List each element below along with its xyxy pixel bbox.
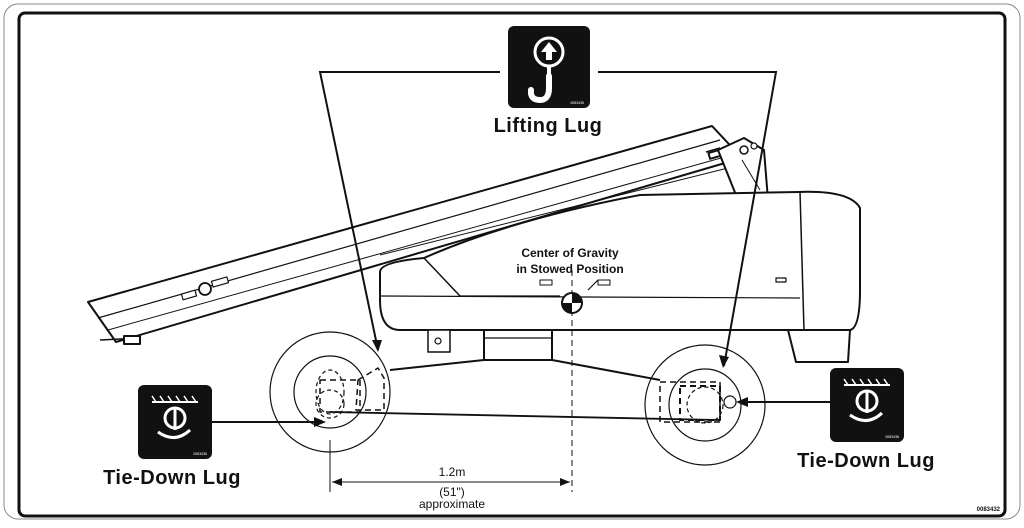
tie-down-lug-right-callout: 0083436 Tie-Down Lug xyxy=(736,368,935,472)
tie-down-lug-right-label: Tie-Down Lug xyxy=(797,450,935,472)
turntable xyxy=(379,190,861,363)
lifting-lug-label: Lifting Lug xyxy=(494,115,603,137)
cog-label-line2: in Stowed Position xyxy=(516,262,623,276)
figure-code: 0083432 xyxy=(977,507,1001,513)
dimension-imperial: (51") xyxy=(439,485,465,499)
boom-pin xyxy=(198,282,212,296)
lifting-icon-code: 0083435 xyxy=(570,101,584,105)
tie-down-icon: 0083436 xyxy=(830,368,904,442)
inner-border xyxy=(17,11,1007,518)
outer-border xyxy=(3,3,1021,520)
lifting-lug-callout: 0083435 Lifting Lug xyxy=(318,26,778,368)
wheel-left xyxy=(269,331,391,453)
tie-down-left-icon-code: 0083436 xyxy=(193,452,207,456)
dimension-note: approximate xyxy=(419,497,485,511)
wheelbase-dimension: 1.2m (51") approximate xyxy=(329,440,570,511)
cog-label-line1: Center of Gravity xyxy=(521,246,619,260)
swing-bearing xyxy=(483,329,553,361)
tie-down-right-icon-code: 0083436 xyxy=(885,435,899,439)
dimension-metric: 1.2m xyxy=(439,465,466,479)
tie-down-lug-left-callout: 0083436 Tie-Down Lug xyxy=(103,385,326,489)
tie-down-icon: 0083436 xyxy=(138,385,212,459)
lifting-hook-icon: 0083435 xyxy=(508,26,590,108)
machine-drawing xyxy=(87,125,861,466)
tie-down-lug-left-label: Tie-Down Lug xyxy=(103,467,241,489)
chassis xyxy=(319,359,721,423)
center-of-gravity: Center of Gravity in Stowed Position xyxy=(516,246,624,492)
